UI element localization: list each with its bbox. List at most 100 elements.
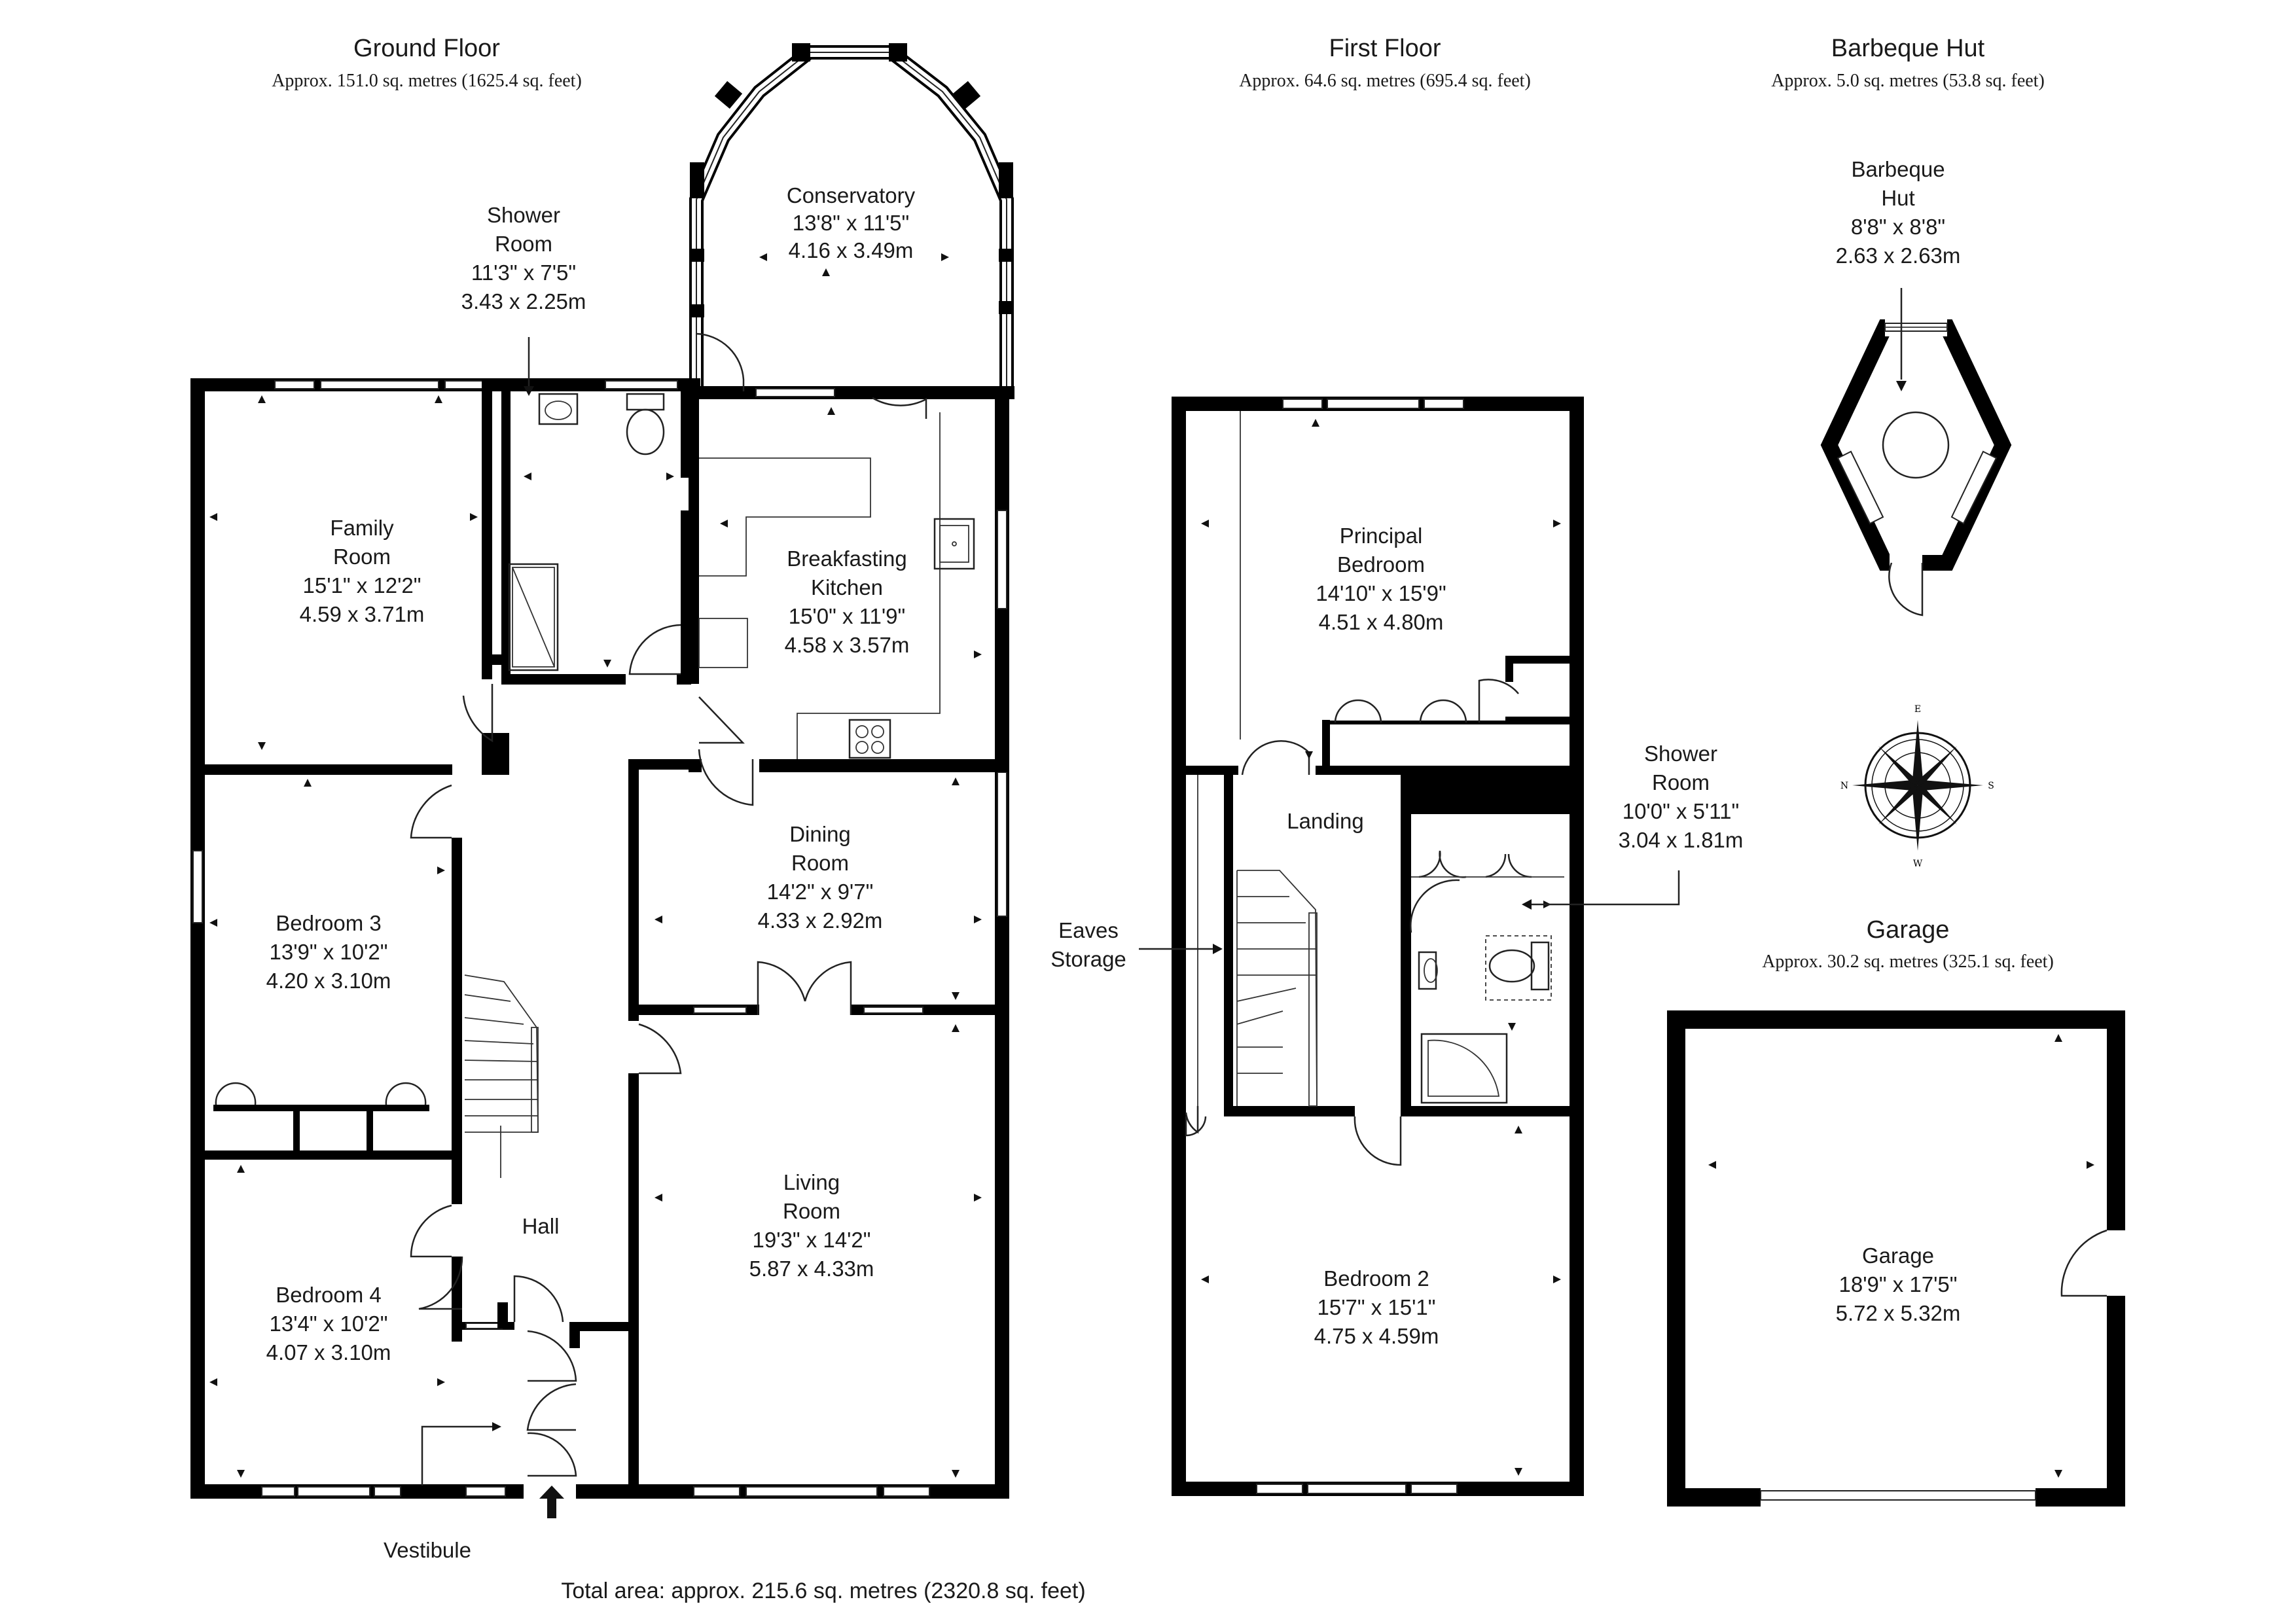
bedroom-3-label: Bedroom 3 13'9" x 10'2" 4.20 x 3.10m [266,911,391,993]
compass-w-label: W [1913,859,1923,869]
bedroom3-line: 13'9" x 10'2" [270,940,388,964]
garage-line: 5.72 x 5.32m [1836,1301,1961,1325]
ground-floor-title: Ground Floor [353,35,500,62]
conservatory-walls [689,43,1014,393]
hut-leader-arrow [1896,381,1907,391]
garage-line: 18'9" x 17'5" [1839,1272,1958,1296]
principal-line: Principal [1340,524,1423,548]
dining-line: Room [791,851,849,875]
family-line: Room [333,544,391,569]
hut-area: Approx. 5.0 sq. metres (53.8 sq. feet) [1771,71,2045,91]
hut-line: 8'8" x 8'8" [1851,215,1945,239]
shower-first-line: 10'0" x 5'11" [1623,799,1740,823]
compass-rose: E W N S [1840,704,1994,869]
hall-line: Hall [522,1214,560,1238]
garage-label: Garage 18'9" x 17'5" 5.72 x 5.32m [1836,1243,1961,1325]
vestibule-line: Vestibule [384,1538,471,1562]
bedroom4-line: 13'4" x 10'2" [270,1311,388,1336]
shower-first-line: 3.04 x 1.81m [1619,828,1744,852]
vestibule-leader-arrow [492,1422,501,1431]
shower-first-line: Room [1652,770,1710,794]
landing-line: Landing [1287,809,1363,833]
bedroom2-line: Bedroom 2 [1323,1266,1429,1291]
vestibule-leader-line [421,1425,497,1486]
conservatory-line: 4.16 x 3.49m [789,238,914,262]
garage-line: Garage [1862,1243,1934,1268]
principal-line: 4.51 x 4.80m [1319,610,1444,634]
shower-leader-arrow [524,386,534,396]
barbeque-hut-plan [1820,288,2012,616]
eaves-line: Eaves [1058,918,1119,942]
vestibule-label: Vestibule [384,1538,471,1562]
hut-heading: Barbeque Hut Approx. 5.0 sq. metres (53.… [1771,35,2045,91]
ground-floor-area: Approx. 151.0 sq. metres (1625.4 sq. fee… [272,71,582,91]
eaves-line: Storage [1050,947,1126,971]
shower-ground-line: Room [495,232,552,256]
ground-floor-plan [190,43,1014,1518]
shower-ground-line: 11'3" x 7'5" [471,260,576,285]
living-line: 19'3" x 14'2" [753,1228,871,1252]
hut-line: Hut [1881,186,1914,210]
living-line: 5.87 x 4.33m [749,1257,874,1281]
first-floor-heading: First Floor Approx. 64.6 sq. metres (695… [1239,35,1531,91]
total-area: Total area: approx. 215.6 sq. metres (23… [561,1578,1085,1603]
ground-floor-heading: Ground Floor Approx. 151.0 sq. metres (1… [272,35,582,91]
bedroom4-line: Bedroom 4 [276,1283,381,1307]
conservatory-line: 13'8" x 11'5" [793,211,910,235]
landing-label: Landing [1287,809,1363,833]
compass-n-label: N [1840,781,1848,791]
family-line: 15'1" x 12'2" [303,573,422,597]
family-line: 4.59 x 3.71m [300,602,425,626]
compass-e-label: E [1914,704,1921,715]
bedroom-2-label: Bedroom 2 15'7" x 15'1" 4.75 x 4.59m [1314,1266,1439,1348]
shower-ground-line: Shower [487,203,560,227]
ground-interior-walls [190,378,1009,1492]
kitchen-line: 15'0" x 11'9" [789,604,906,628]
first-floor-plan [1139,397,1680,1496]
living-line: Room [783,1199,840,1223]
hall-label: Hall [522,1214,560,1238]
dining-line: Dining [789,822,851,846]
family-line: Family [330,516,394,540]
hut-line: 2.63 x 2.63m [1836,243,1961,268]
garage-plan [1667,1010,2126,1507]
dining-line: 4.33 x 2.92m [758,908,883,933]
bedroom2-line: 4.75 x 4.59m [1314,1324,1439,1348]
bedroom3-line: Bedroom 3 [276,911,381,935]
kitchen-line: 4.58 x 3.57m [785,633,910,657]
garage-title: Garage [1867,916,1950,944]
bedroom4-line: 4.07 x 3.10m [266,1340,391,1364]
shower-first-line: Shower [1644,741,1717,766]
garage-area: Approx. 30.2 sq. metres (325.1 sq. feet) [1762,952,2054,972]
first-floor-title: First Floor [1329,35,1441,62]
ground-markers [209,253,982,1478]
compass-s-label: S [1988,781,1994,791]
bedroom2-line: 15'7" x 15'1" [1318,1295,1436,1319]
hut-line: Barbeque [1851,157,1945,181]
garage-heading: Garage Approx. 30.2 sq. metres (325.1 sq… [1762,916,2054,972]
living-line: Living [783,1170,840,1194]
shower-first-leader-line [1525,870,1680,906]
shower-ground-line: 3.43 x 2.25m [461,289,586,313]
kitchen-line: Kitchen [811,575,883,599]
ground-outer-walls [190,378,1014,1499]
first-floor-area: Approx. 64.6 sq. metres (695.4 sq. feet) [1239,71,1531,91]
principal-line: Bedroom [1337,552,1425,577]
ground-fixtures [215,332,975,1518]
bedroom3-line: 4.20 x 3.10m [266,969,391,993]
bedroom-4-label: Bedroom 4 13'4" x 10'2" 4.07 x 3.10m [266,1283,391,1364]
kitchen-line: Breakfasting [787,546,906,571]
principal-line: 14'10" x 15'9" [1316,581,1446,605]
